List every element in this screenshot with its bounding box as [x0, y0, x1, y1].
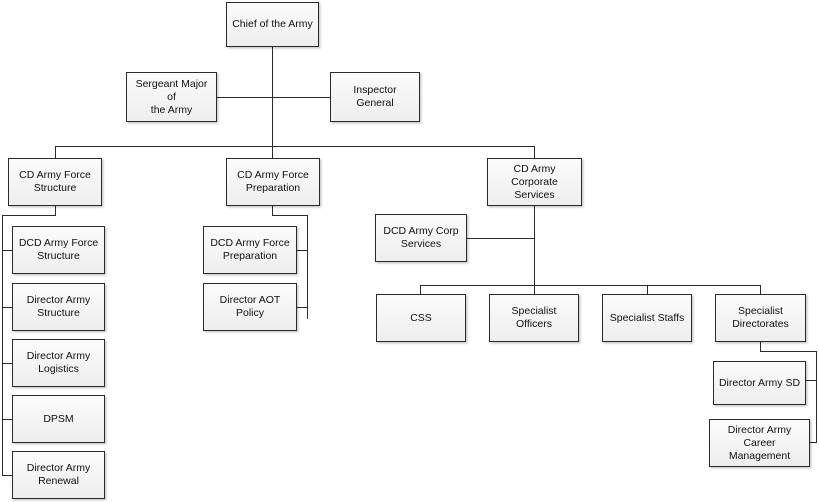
- connector-stub-director-army-sd: [806, 380, 817, 381]
- connector-stub-dcd-army-force-preparation: [296, 250, 308, 251]
- connector-stub-director-army-logistics: [2, 363, 13, 364]
- node-dcd-army-corp-services[interactable]: DCD Army Corp Services: [375, 214, 467, 262]
- connector-stub-dcd-army-force-structure: [2, 250, 13, 251]
- connector-stub-director-army-structure: [2, 307, 13, 308]
- connector-stub-director-army-career-management: [806, 442, 817, 443]
- connector-stub-director-aot-policy: [296, 307, 308, 308]
- node-dcd-army-force-preparation[interactable]: DCD Army Force Preparation: [203, 226, 297, 274]
- connector-force-preparation-drop: [272, 206, 273, 216]
- connector-force-structure-drop: [55, 206, 56, 216]
- node-chief-of-the-army[interactable]: Chief of the Army: [226, 2, 319, 47]
- node-director-army-career-management[interactable]: Director Army Career Management: [709, 419, 810, 467]
- connector-divisions-bar: [55, 146, 535, 147]
- connector-stub-director-army-renewal: [2, 475, 13, 476]
- node-specialist-staffs[interactable]: Specialist Staffs: [602, 294, 692, 342]
- connector-drop-css: [420, 285, 421, 294]
- node-specialist-officers[interactable]: Specialist Officers: [489, 294, 579, 342]
- node-dpsm[interactable]: DPSM: [12, 395, 105, 443]
- connector-drop-corporate-services: [534, 146, 535, 158]
- connector-force-structure-spine: [2, 215, 3, 475]
- node-director-army-structure[interactable]: Director Army Structure: [12, 283, 105, 331]
- node-dcd-army-force-structure[interactable]: DCD Army Force Structure: [12, 226, 105, 274]
- connector-corporate-row-bar: [420, 285, 761, 286]
- connector-drop-specialist-officers: [534, 285, 535, 294]
- node-css[interactable]: CSS: [376, 294, 466, 342]
- connector-drop-force-structure: [55, 146, 56, 158]
- connector-drop-specialist-directorates: [760, 285, 761, 294]
- connector-drop-specialist-staffs: [647, 285, 648, 294]
- connector-force-preparation-spine: [307, 215, 308, 319]
- connector-staff-row: [217, 97, 331, 98]
- node-director-army-sd[interactable]: Director Army SD: [713, 361, 806, 405]
- connector-specialist-directorates-spine: [816, 351, 817, 443]
- node-specialist-directorates[interactable]: Specialist Directorates: [715, 294, 806, 342]
- connector-stub-dcd-army-corp-services: [467, 238, 535, 239]
- node-director-army-logistics[interactable]: Director Army Logistics: [12, 339, 105, 387]
- connector-specialist-directorates-drop: [760, 342, 761, 352]
- connector-stub-dpsm: [2, 419, 13, 420]
- node-cd-army-corporate-services[interactable]: CD Army Corporate Services: [487, 158, 582, 206]
- connector-corporate-services-spine: [534, 206, 535, 294]
- node-cd-army-force-preparation[interactable]: CD Army Force Preparation: [226, 158, 320, 206]
- connector-force-structure-turn: [2, 215, 56, 216]
- connector-specialist-directorates-turn: [760, 351, 817, 352]
- node-director-aot-policy[interactable]: Director AOT Policy: [203, 283, 297, 331]
- node-sergeant-major-of-the-army[interactable]: Sergeant Major of the Army: [126, 72, 217, 122]
- node-cd-army-force-structure[interactable]: CD Army Force Structure: [8, 158, 102, 206]
- node-director-army-renewal[interactable]: Director Army Renewal: [12, 451, 105, 499]
- connector-force-preparation-turn: [272, 215, 308, 216]
- node-inspector-general[interactable]: Inspector General: [330, 72, 420, 122]
- connector-drop-force-preparation: [272, 146, 273, 158]
- connector-chief-trunk: [272, 47, 273, 146]
